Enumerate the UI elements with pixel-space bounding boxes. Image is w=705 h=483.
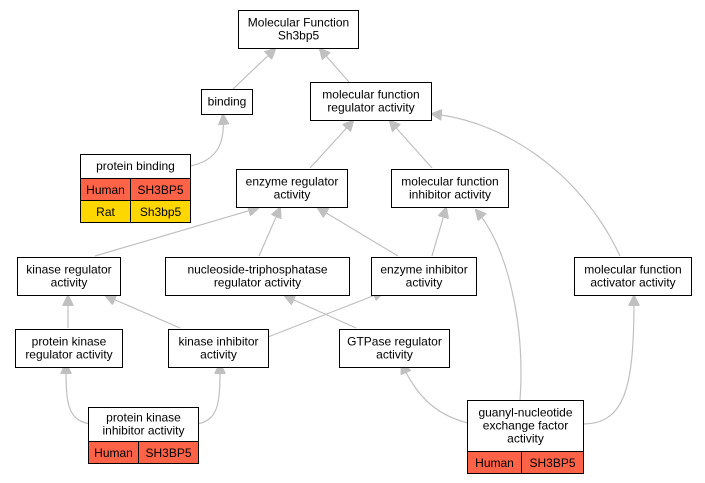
species-cell <box>521 451 584 474</box>
node-label: protein kinase <box>106 411 181 425</box>
node-label: GTPase regulator <box>347 335 442 349</box>
edge-gra-to-ntra <box>285 296 357 329</box>
edge-kia-to-kra <box>106 296 181 329</box>
node-box <box>574 257 692 296</box>
edge-gefa-to-mfaa <box>582 296 634 425</box>
gene-symbol: Sh3bp5 <box>140 205 182 219</box>
node-label: activity <box>376 348 413 362</box>
node-label: guanyl-nucleotide <box>478 406 572 420</box>
node-label: molecular function <box>322 88 419 102</box>
node-box <box>371 257 477 296</box>
node-box <box>236 169 348 208</box>
node-label: kinase inhibitor <box>178 335 258 349</box>
species-name: Human <box>94 446 133 460</box>
node-label: activator activity <box>590 276 675 290</box>
node-label: protein kinase <box>32 335 107 349</box>
node-label: Sh3bp5 <box>278 29 320 43</box>
node-box <box>17 257 121 296</box>
edges <box>66 49 634 425</box>
node-label: activity <box>200 348 237 362</box>
node-binding[interactable]: binding <box>201 89 253 115</box>
node-label: enzyme regulator <box>246 175 339 189</box>
node-box <box>310 82 432 121</box>
node-label: kinase regulator <box>26 263 111 277</box>
node-label: activity <box>507 432 544 446</box>
node-label: regulator activity <box>25 348 112 362</box>
node-box <box>201 89 253 115</box>
edge-eia-to-mfia <box>431 208 446 257</box>
edge-gefa-to-gra <box>402 364 469 424</box>
node-label: activity <box>406 276 443 290</box>
edge-mfia-to-mfra <box>390 121 433 169</box>
gene-symbol: SH3BP5 <box>145 446 191 460</box>
node-box <box>391 169 509 208</box>
edge-eia-to-era <box>318 208 399 257</box>
node-label: regulator activity <box>327 101 414 115</box>
edge-pb-to-binding <box>189 115 223 167</box>
node-label: protein binding <box>96 159 175 173</box>
edge-gefa-to-mfia <box>476 210 522 401</box>
node-box <box>168 329 269 368</box>
node-label: Molecular Function <box>248 16 349 30</box>
edge-era-to-mfra <box>309 121 353 169</box>
node-label: activity <box>51 276 88 290</box>
edge-mfra-to-mf <box>320 49 350 83</box>
node-box <box>88 407 199 442</box>
node-label: enzyme inhibitor <box>380 263 467 277</box>
node-box <box>165 257 350 296</box>
node-label: inhibitor activity <box>102 424 184 438</box>
edge-pkia-to-kia <box>196 364 220 425</box>
node-label: inhibitor activity <box>409 188 491 202</box>
edge-kra-to-era <box>94 208 258 257</box>
node-label: exchange factor <box>483 419 568 433</box>
node-box <box>15 329 123 368</box>
species-cell <box>130 200 191 223</box>
node-box <box>467 400 584 452</box>
node-label: regulator activity <box>214 276 301 290</box>
node-box <box>80 154 191 179</box>
node-box <box>339 329 450 368</box>
node-label: molecular function <box>401 175 498 189</box>
edge-binding-to-mf <box>232 49 275 90</box>
edge-mfaa-to-mfra <box>432 114 621 257</box>
species-name: Human <box>86 183 125 197</box>
node-label: molecular function <box>584 263 681 277</box>
gene-symbol: SH3BP5 <box>529 456 575 470</box>
species-name: Human <box>475 456 514 470</box>
node-label: binding <box>208 95 247 109</box>
gene-symbol: SH3BP5 <box>137 183 183 197</box>
edge-pkia-to-pkra <box>66 364 91 425</box>
species-cell <box>138 441 199 464</box>
species-name: Rat <box>96 205 115 219</box>
node-label: nucleoside-triphosphatase <box>187 263 327 277</box>
node-label: activity <box>274 188 311 202</box>
node-box <box>238 10 359 49</box>
edge-ntra-to-era <box>258 208 280 257</box>
